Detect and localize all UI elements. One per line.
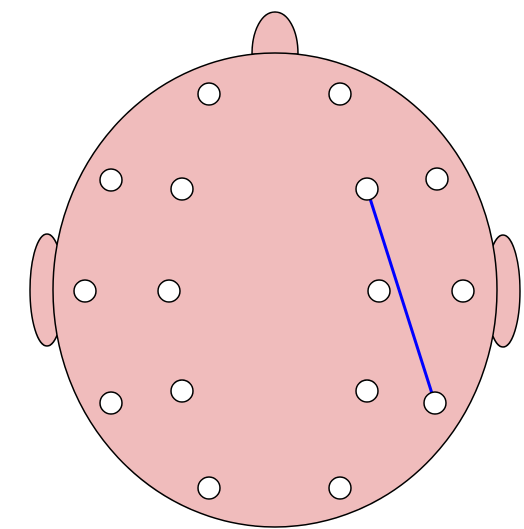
nose: [252, 12, 298, 54]
electrode: [426, 168, 448, 190]
electrode: [424, 392, 446, 414]
electrode: [171, 178, 193, 200]
electrode: [74, 280, 96, 302]
electrode: [198, 477, 220, 499]
electrode: [100, 392, 122, 414]
electrode: [198, 83, 220, 105]
electrode: [171, 380, 193, 402]
electrode: [356, 380, 378, 402]
electrode: [329, 477, 351, 499]
electrode: [452, 280, 474, 302]
electrode: [100, 169, 122, 191]
electrode: [329, 83, 351, 105]
electrode: [368, 280, 390, 302]
head-outline: [53, 53, 497, 527]
electrode: [356, 178, 378, 200]
electrode: [158, 280, 180, 302]
